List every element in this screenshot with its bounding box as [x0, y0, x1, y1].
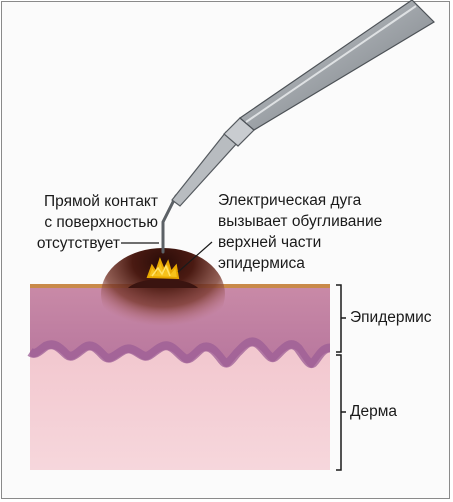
arc-line-1: Электрическая дуга	[218, 190, 382, 211]
arc-line-2: вызывает обугливание	[218, 211, 382, 232]
epidermis-label: Эпидермис	[350, 307, 432, 328]
epidermis-bracket	[336, 285, 346, 352]
char-spot	[101, 248, 225, 340]
arc-line-3: верхней части	[218, 232, 382, 253]
no-contact-line-3: отсутствует	[10, 233, 120, 254]
no-contact-line-1: Прямой контакт	[10, 191, 158, 212]
arc-line-4: эпидермиса	[218, 253, 382, 274]
dermis-bracket	[336, 355, 346, 470]
no-contact-label: Прямой контакт с поверхностью отсутствуе…	[10, 191, 158, 254]
arc-label: Электрическая дуга вызывает обугливание …	[218, 190, 382, 274]
dermis-label: Дерма	[350, 401, 397, 422]
no-contact-line-2: с поверхностью	[10, 212, 158, 233]
